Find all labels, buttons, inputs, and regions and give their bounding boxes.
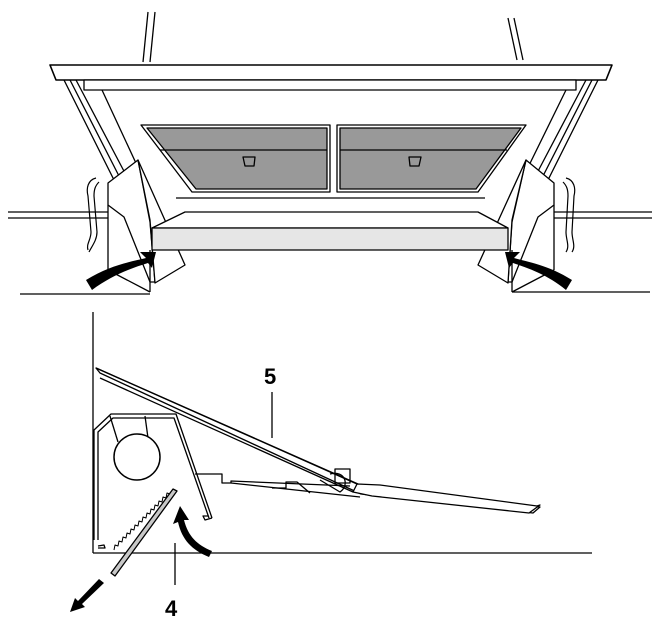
front-strip: [151, 227, 509, 251]
fan-motor: [113, 433, 161, 481]
filter-handle-left: [242, 156, 256, 167]
callout-5: 5: [264, 364, 277, 389]
side-view: [92, 312, 592, 585]
top-view: [8, 11, 652, 295]
airflow-arrow-right-icon: [505, 252, 572, 290]
remove-arrow-icon: [70, 579, 104, 612]
curved-arrow-icon: [173, 506, 212, 557]
grease-filter-right: [339, 127, 522, 190]
airflow-arrow-left-icon: [86, 252, 156, 290]
grease-filter-left: [146, 127, 328, 190]
removable-filter: [110, 488, 178, 577]
filter-handle-right: [408, 156, 422, 167]
callout-4: 4: [165, 596, 178, 621]
